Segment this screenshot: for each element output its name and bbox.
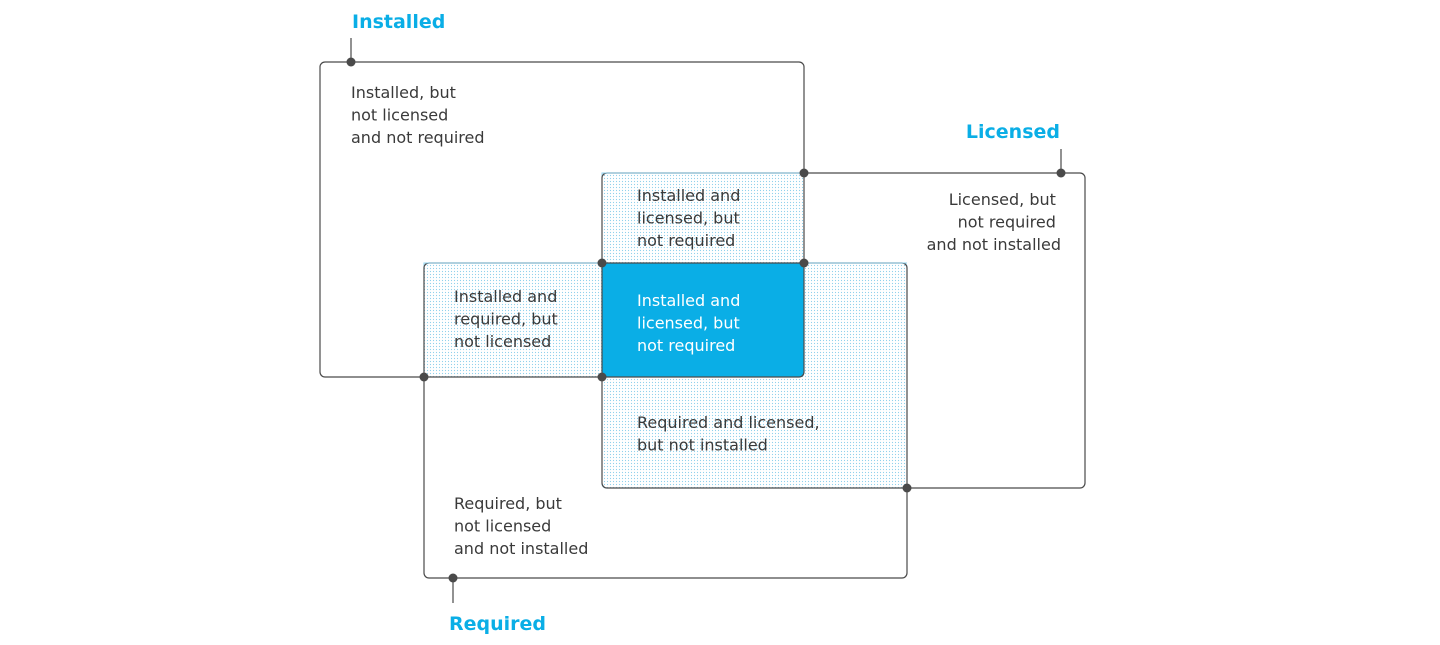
installed-licensed-label: Installed and licensed, but not required [637,186,745,250]
required-only-label: Required, but not licensed and not insta… [454,494,588,558]
center-label: Installed and licensed, but not required [637,291,745,355]
required-title: Required [449,613,546,635]
installed-title: Installed [352,11,445,33]
required-licensed-label: Required and licensed, but not installed [637,413,825,455]
installed-only-label: Installed, but not licensed and not requ… [351,83,485,147]
licensed-only-label: Licensed, but not required and not insta… [927,190,1061,254]
installed-required-region [423,262,603,378]
junction-dots [346,57,1066,583]
installed-set-outline [319,61,805,378]
licensed-title: Licensed [966,121,1060,143]
center-region [602,263,804,377]
installed-required-label: Installed and required, but not licensed [454,287,563,351]
required-set-outline [423,262,908,579]
installed-licensed-region [601,172,805,264]
licensed-set-outline [601,172,1086,489]
